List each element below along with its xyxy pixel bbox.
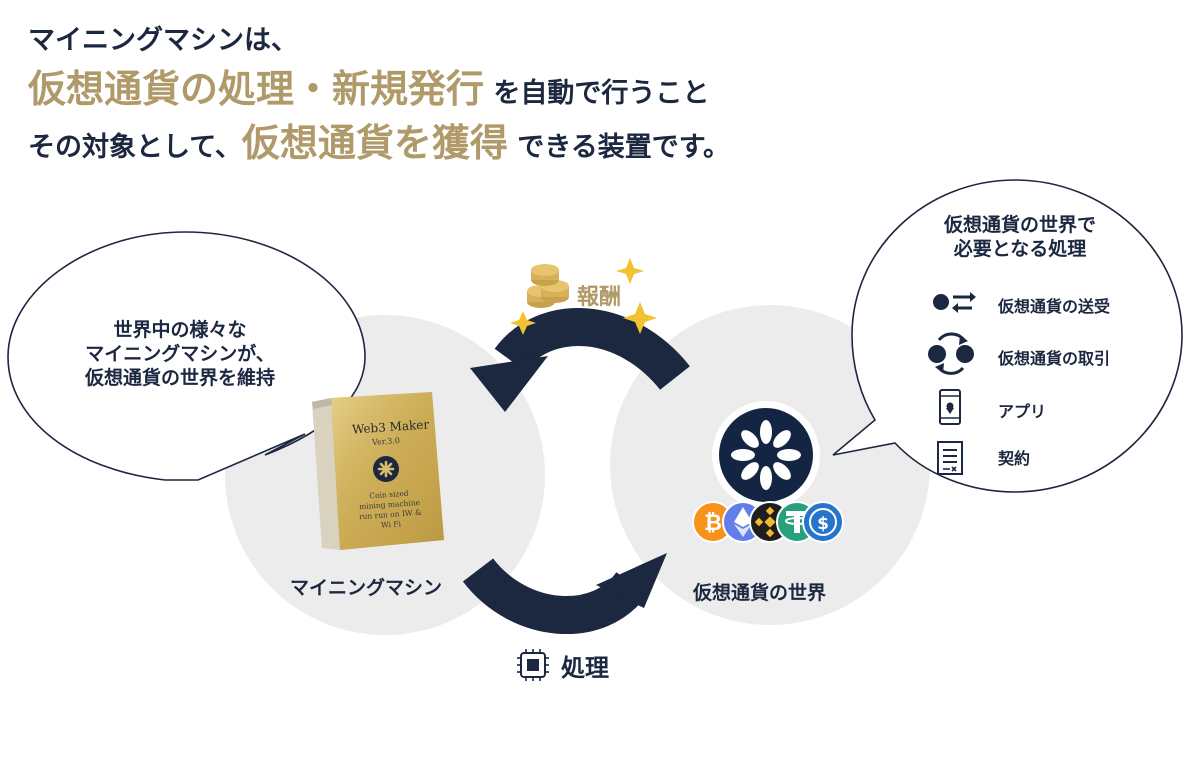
- exchange-icon: [928, 332, 974, 375]
- list-item-contract: 契約: [998, 449, 1031, 468]
- headline-line2: 仮想通貨の処理・新規発行 を自動で行うこと: [28, 58, 709, 113]
- mining-machine-box: [312, 392, 444, 550]
- process-label: 処理: [561, 654, 609, 682]
- smartphone-app-icon: [939, 389, 961, 425]
- coin-stack-icon: [527, 264, 569, 308]
- headline-line2-rest: を自動で行うこと: [493, 78, 710, 109]
- chip-icon: [517, 649, 549, 681]
- headline-line1-text: マイニングマシンは、: [28, 25, 298, 56]
- left-bubble-line1: 世界中の様々な: [113, 319, 247, 341]
- crypto-world-label: 仮想通貨の世界: [693, 582, 827, 604]
- headline-line2-highlight: 仮想通貨の処理・新規発行: [28, 67, 485, 111]
- reward-arrow: [470, 308, 690, 412]
- right-bubble-title: 仮想通貨の世界で 必要となる処理: [900, 213, 1140, 261]
- box-subtitle: Coin sized mining machine run run on IW …: [354, 488, 427, 533]
- list-item-app: アプリ: [998, 402, 1047, 421]
- sparkle-icon: [510, 258, 657, 335]
- headline-line3-post: できる装置です。: [517, 132, 731, 163]
- svg-text:$: $: [817, 514, 829, 534]
- headline-line3-highlight: 仮想通貨を獲得: [241, 121, 508, 165]
- transfer-icon: [933, 292, 976, 313]
- process-arrow: [462, 553, 667, 635]
- left-bubble-line2: マイニングマシンが、: [85, 343, 275, 365]
- left-bubble-text: 世界中の様々な マイニングマシンが、 仮想通貨の世界を維持: [30, 318, 330, 390]
- list-item-exchange: 仮想通貨の取引: [998, 349, 1111, 368]
- left-speech-bubble: [7, 231, 366, 481]
- contract-document-icon: [937, 441, 963, 475]
- svg-text:₿: ₿: [704, 511, 722, 536]
- mining-machine-label: マイニングマシン: [290, 577, 443, 599]
- headline-line1: マイニングマシンは、: [28, 18, 298, 57]
- right-bubble-title-line1: 仮想通貨の世界で: [943, 214, 1096, 236]
- right-bubble-title-line2: 必要となる処理: [953, 238, 1087, 260]
- box-version: Ver.3.0: [371, 436, 401, 447]
- headline-line3: その対象として、仮想通貨を獲得 できる装置です。: [28, 112, 730, 167]
- crypto-world-logo: [712, 401, 820, 509]
- headline-line3-pre: その対象として、: [28, 132, 242, 163]
- usdc-icon: $: [802, 501, 844, 543]
- right-speech-bubble: [832, 179, 1183, 493]
- bitcoin-icon: ₿: [692, 501, 734, 543]
- reward-label: 報酬: [577, 285, 622, 310]
- list-item-transfer: 仮想通貨の送受: [998, 297, 1111, 316]
- left-bubble-line3: 仮想通貨の世界を維持: [84, 367, 275, 389]
